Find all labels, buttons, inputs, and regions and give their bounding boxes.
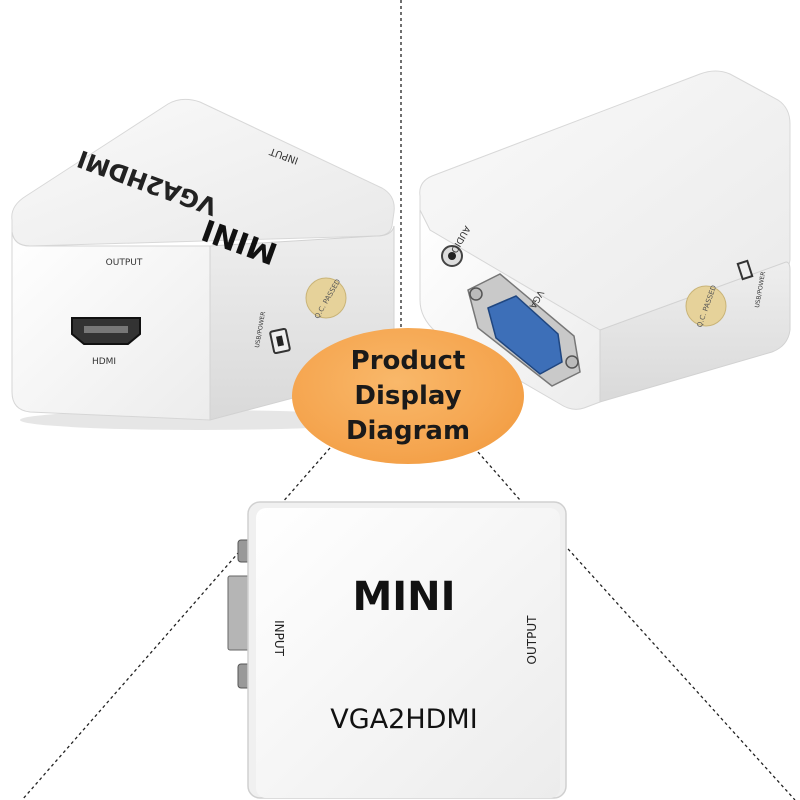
device-bottom: MINI VGA2HDMI INPUT OUTPUT <box>227 501 567 799</box>
hdmi-port-contacts <box>84 326 128 333</box>
device-top-left-output-label: OUTPUT <box>106 258 143 268</box>
vga-port <box>487 295 563 375</box>
badge-line-3: Diagram <box>345 415 471 446</box>
device-top-left-top-face <box>11 98 395 247</box>
vga-screw-left <box>469 287 483 301</box>
device-bottom-brand-text: MINI <box>352 574 455 620</box>
device-bottom-face <box>256 508 560 798</box>
badge-line-2: Display <box>354 380 462 411</box>
device-bottom-output-label: OUTPUT <box>525 615 539 665</box>
guide-lines <box>21 0 796 800</box>
qc-sticker-left <box>305 277 347 319</box>
device-top-left-hdmi-label: HDMI <box>92 357 116 367</box>
qc-sticker-right <box>685 285 727 327</box>
vga-screw-right <box>565 355 579 369</box>
guide-line-right <box>559 539 796 800</box>
device-top-right: Q.C. PASSED AUDIO VGA USB/POWER <box>419 70 791 410</box>
guide-line-center-right <box>477 451 521 501</box>
usb-port-left-inner <box>276 335 284 347</box>
device-top-right-side-face <box>599 261 791 403</box>
audio-jack-hole <box>448 252 456 260</box>
badge-line-1: Product <box>350 345 466 376</box>
device-bottom-input-label: INPUT <box>272 620 286 657</box>
device-bottom-model-text: VGA2HDMI <box>330 704 477 735</box>
product-display-badge: Product Display Diagram <box>292 328 524 464</box>
usb-port-right <box>736 259 754 281</box>
